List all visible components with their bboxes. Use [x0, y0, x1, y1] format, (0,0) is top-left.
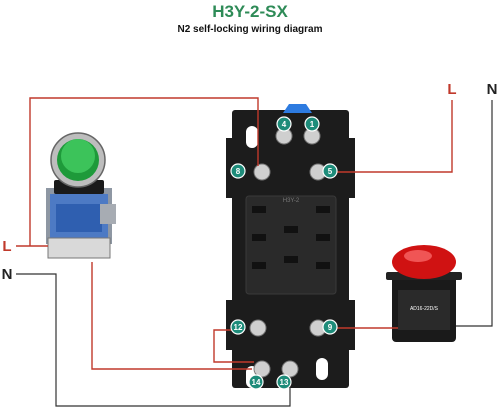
live-label-right: L	[447, 81, 456, 98]
svg-text:12: 12	[234, 323, 243, 332]
diagram-title: H3Y-2-SX	[212, 2, 288, 21]
terminal-badge-8: 8	[230, 163, 246, 179]
indicator-lamp: AD16-22D/S	[386, 245, 462, 342]
socket-clip-icon	[283, 104, 312, 113]
svg-text:4: 4	[282, 120, 287, 129]
diagram-subtitle: N2 self-locking wiring diagram	[177, 24, 323, 35]
svg-text:13: 13	[280, 378, 289, 387]
terminal-badge-13: 13	[276, 374, 292, 390]
svg-text:1: 1	[310, 120, 315, 129]
lamp-model-text: AD16-22D/S	[410, 306, 439, 312]
svg-text:9: 9	[328, 323, 333, 332]
svg-text:8: 8	[236, 167, 241, 176]
socket-model-text: H3Y-2	[283, 198, 300, 204]
relay-socket: H3Y-2	[226, 104, 355, 388]
terminal-badge-1: 1	[304, 116, 320, 132]
terminal-badge-12: 12	[230, 319, 246, 335]
terminal-badge-5: 5	[322, 163, 338, 179]
push-button	[46, 132, 116, 259]
neutral-label-right: N	[487, 81, 498, 98]
svg-text:14: 14	[252, 378, 261, 387]
wires	[16, 97, 493, 407]
neutral-label-left: N	[2, 266, 13, 283]
terminal-badge-14: 14	[248, 374, 264, 390]
svg-text:5: 5	[328, 167, 333, 176]
terminal-badge-4: 4	[276, 116, 292, 132]
terminal-badge-9: 9	[322, 319, 338, 335]
live-label-left: L	[2, 238, 11, 255]
